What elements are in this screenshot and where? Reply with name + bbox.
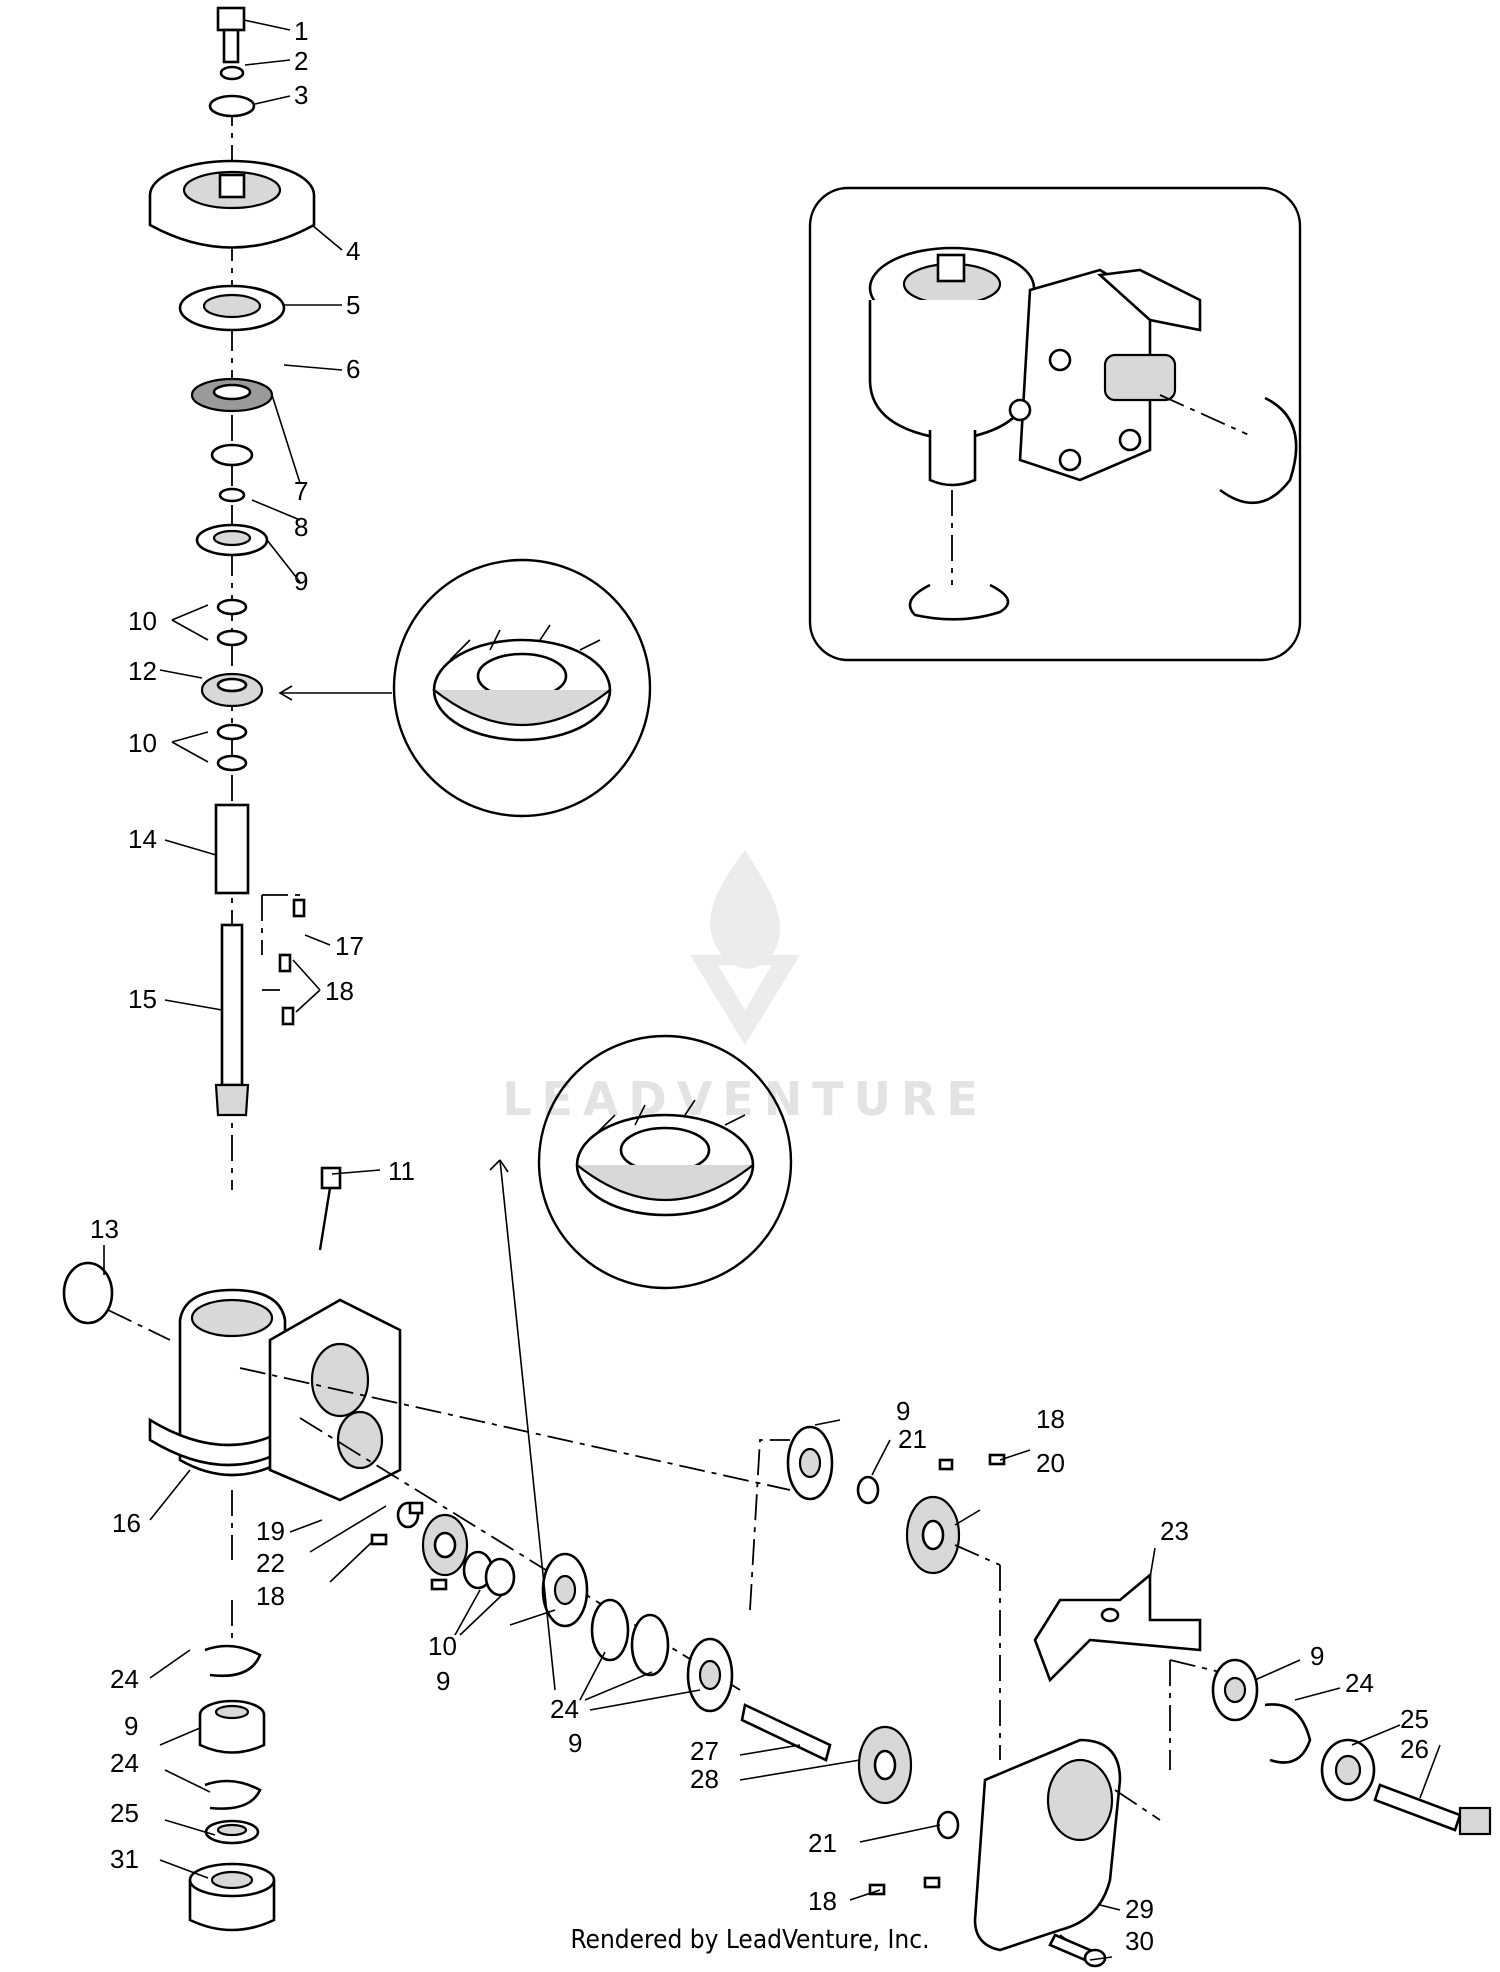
gear-train-parts — [239, 1367, 960, 1896]
callout-24: 24 — [1345, 1668, 1374, 1698]
callout-9: 9 — [568, 1728, 582, 1758]
callout-23: 23 — [1160, 1516, 1189, 1546]
callout-9: 9 — [896, 1396, 910, 1426]
callout-10: 10 — [428, 1631, 457, 1661]
callout-22: 22 — [256, 1548, 285, 1578]
housing-parts — [62, 1166, 402, 1650]
washer-part — [219, 65, 245, 81]
render-credit: Rendered by LeadVenture, Inc. — [570, 1925, 929, 1955]
vertical-shaft-part — [220, 923, 244, 1087]
gear-detail-lower — [537, 1034, 793, 1290]
callout-16: 16 — [112, 1508, 141, 1538]
lower-stack-parts — [188, 1644, 276, 1932]
callout-18: 18 — [1036, 1404, 1065, 1434]
upper-right-parts — [749, 1425, 1006, 1760]
callout-13: 13 — [90, 1214, 119, 1244]
bolt-part — [216, 6, 246, 32]
watermark: LEADVENTURE — [502, 850, 988, 1126]
gearbox-housing-part — [178, 1288, 287, 1477]
assembly-inset — [808, 186, 1302, 662]
callout-25: 25 — [110, 1798, 139, 1828]
callout-4: 4 — [346, 236, 360, 266]
callout-2: 2 — [294, 46, 308, 76]
upper-stack-parts — [148, 6, 316, 1190]
gear-detail-upper — [392, 558, 652, 818]
callout-19: 19 — [256, 1516, 285, 1546]
inset-frame — [808, 186, 1302, 662]
callout-9: 9 — [436, 1666, 450, 1696]
callout-29: 29 — [1125, 1894, 1154, 1924]
callout-14: 14 — [128, 824, 157, 854]
callout-18: 18 — [256, 1581, 285, 1611]
callout-24: 24 — [110, 1748, 139, 1778]
callout-6: 6 — [346, 354, 360, 384]
callout-27: 27 — [690, 1736, 719, 1766]
flame-logo-icon — [710, 850, 781, 969]
callout-17: 17 — [335, 931, 364, 961]
callout-12: 12 — [128, 656, 157, 686]
callout-21: 21 — [898, 1424, 927, 1454]
callout-25: 25 — [1400, 1704, 1429, 1734]
callout-31: 31 — [110, 1844, 139, 1874]
callout-24: 24 — [110, 1664, 139, 1694]
callout-11: 11 — [388, 1156, 415, 1186]
callout-10: 10 — [128, 728, 157, 758]
callout-9: 9 — [294, 566, 308, 596]
callout-18: 18 — [325, 976, 354, 1006]
callout-15: 15 — [128, 984, 157, 1014]
inset-gearbox-illustration — [868, 246, 1298, 621]
callout-9: 9 — [1310, 1641, 1324, 1671]
leader-lines — [103, 19, 1441, 1961]
callout-9: 9 — [124, 1711, 138, 1741]
callout-8: 8 — [294, 512, 308, 542]
callout-7: 7 — [294, 476, 308, 506]
spacer-tube-part — [214, 803, 250, 895]
cover-and-output-parts — [973, 1658, 1492, 1968]
callout-1: 1 — [294, 16, 308, 46]
callout-labels: 1 2 3 4 5 6 7 8 9 10 12 10 14 17 15 18 1… — [90, 16, 1429, 1956]
callout-28: 28 — [690, 1764, 719, 1794]
callout-10: 10 — [128, 606, 157, 636]
callout-21: 21 — [808, 1828, 837, 1858]
callout-3: 3 — [294, 80, 308, 110]
watermark-text: LEADVENTURE — [502, 1072, 988, 1126]
bracket-part — [1033, 1572, 1202, 1683]
callout-30: 30 — [1125, 1926, 1154, 1956]
callout-20: 20 — [1036, 1448, 1065, 1478]
callout-18: 18 — [808, 1886, 837, 1916]
callout-24: 24 — [550, 1694, 579, 1724]
callout-26: 26 — [1400, 1734, 1429, 1764]
v-logo-icon — [690, 955, 800, 1045]
callout-5: 5 — [346, 290, 360, 320]
